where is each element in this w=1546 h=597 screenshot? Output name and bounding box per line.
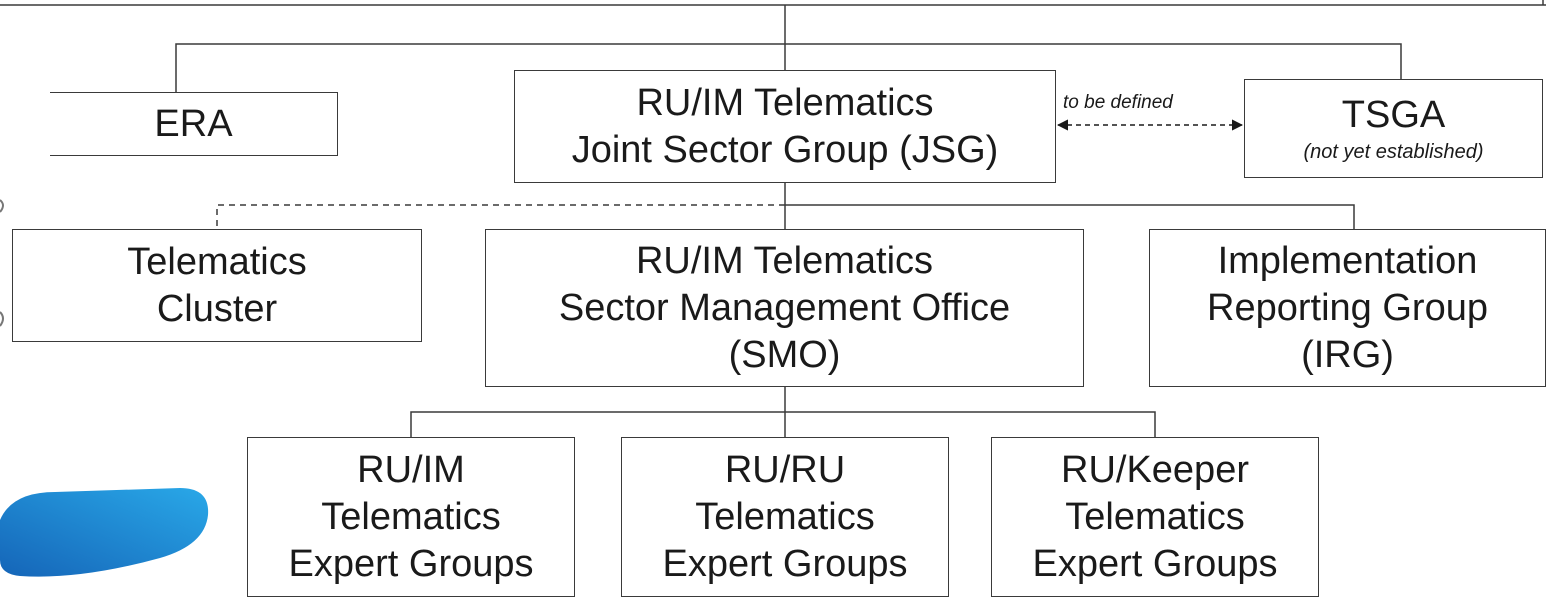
expert-group-line-3: Expert Groups (1032, 542, 1278, 585)
connector-jsg-cluster-dashed (216, 204, 785, 229)
logo-swoosh (0, 488, 209, 577)
tsga-box: TSGA (not yet established) (1244, 79, 1543, 178)
expert-group-box: RU/RU Telematics Expert Groups (621, 437, 949, 597)
irg-line-3: (IRG) (1301, 333, 1394, 376)
jsg-box: RU/IM Telematics Joint Sector Group (JSG… (514, 70, 1056, 183)
era-box: ERA (50, 92, 338, 156)
tsga-note: (not yet established) (1303, 141, 1484, 163)
smo-line-3: (SMO) (728, 333, 841, 376)
irg-box: Implementation Reporting Group (IRG) (1149, 229, 1546, 387)
jsg-line-2: Joint Sector Group (JSG) (571, 128, 999, 171)
expert-group-line-3: Expert Groups (288, 542, 534, 585)
left-edge-fragment (0, 311, 4, 327)
expert-group-line-2: Telematics (695, 495, 875, 538)
cluster-line-1: Telematics (127, 240, 307, 283)
connector-level1-bus (175, 43, 1402, 92)
expert-group-box: RU/Keeper Telematics Expert Groups (991, 437, 1319, 597)
jsg-line-1: RU/IM Telematics (636, 81, 934, 124)
expert-group-line-1: RU/IM (357, 448, 465, 491)
connector-expert-bus (410, 411, 1156, 437)
expert-group-line-3: Expert Groups (662, 542, 908, 585)
smo-line-1: RU/IM Telematics (635, 239, 934, 282)
cluster-box: Telematics Cluster (12, 229, 422, 342)
smo-box: RU/IM Telematics Sector Management Offic… (485, 229, 1084, 387)
irg-line-1: Implementation (1217, 239, 1478, 282)
to-be-defined-label: to be defined (1063, 92, 1173, 113)
cluster-line-2: Cluster (156, 287, 278, 330)
irg-line-2: Reporting Group (1207, 286, 1488, 329)
expert-group-box: RU/IM Telematics Expert Groups (247, 437, 575, 597)
tsga-label: TSGA (1341, 94, 1446, 136)
left-edge-fragment (0, 199, 4, 213)
expert-group-line-2: Telematics (321, 495, 501, 538)
expert-group-line-2: Telematics (1065, 495, 1245, 538)
era-label: ERA (154, 102, 233, 145)
expert-group-line-1: RU/RU (724, 448, 846, 491)
smo-line-2: Sector Management Office (558, 286, 1011, 329)
expert-group-line-1: RU/Keeper (1061, 448, 1249, 491)
connector-jsg-irg (785, 204, 1355, 229)
